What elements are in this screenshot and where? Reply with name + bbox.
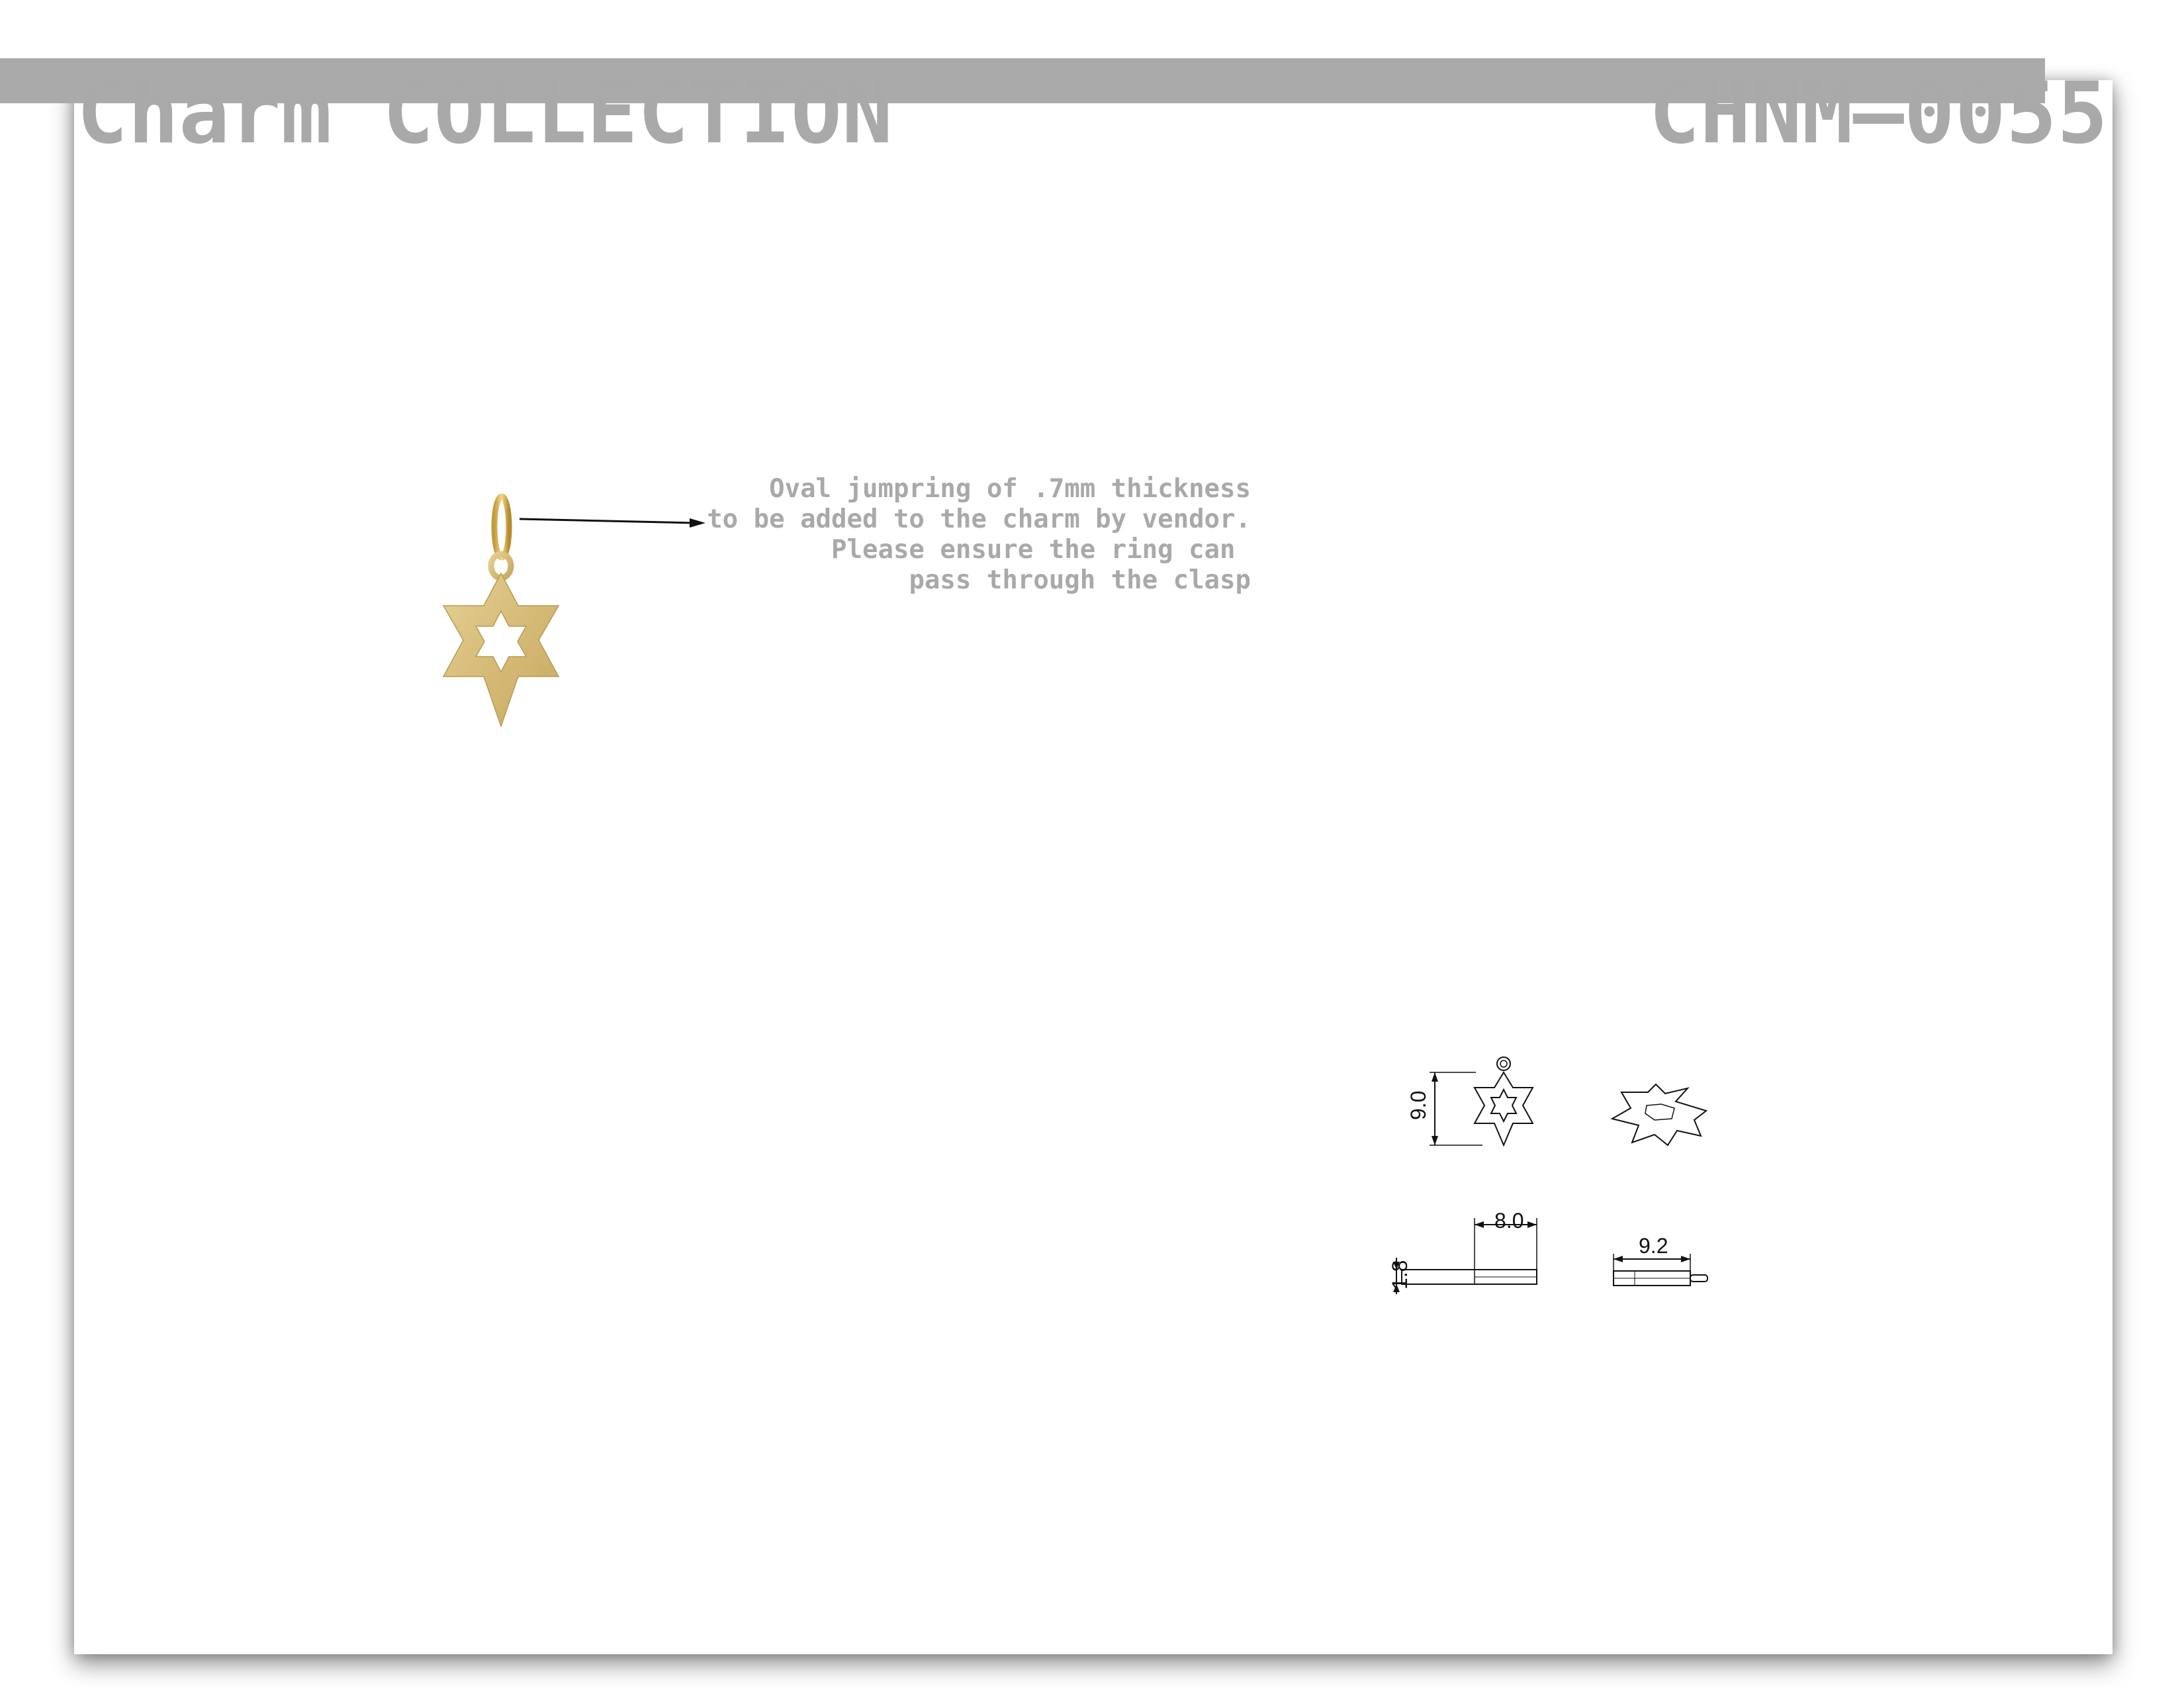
header-bar bbox=[0, 58, 2045, 103]
back-view-drawing bbox=[1610, 1083, 1708, 1147]
collection-title: Charm COLLECTION bbox=[77, 64, 893, 163]
front-height-label: 9.0 bbox=[1406, 1090, 1430, 1120]
jump-ring bbox=[491, 493, 512, 561]
side-width-label: 8.0 bbox=[1494, 1209, 1524, 1233]
jumpring-note: Oval jumpring of .7mm thickness to be ad… bbox=[707, 474, 1251, 595]
side-thickness-label: 1.8 bbox=[1388, 1260, 1412, 1289]
top-width-label: 9.2 bbox=[1639, 1234, 1668, 1258]
side-view-drawing bbox=[1393, 1218, 1537, 1294]
front-view-drawing bbox=[1430, 1056, 1534, 1147]
top-view-drawing bbox=[1613, 1254, 1708, 1286]
star-pendant bbox=[442, 572, 560, 728]
spec-sheet bbox=[74, 80, 2113, 1654]
charm-render bbox=[442, 493, 560, 728]
callout-arrow bbox=[519, 518, 705, 528]
product-code: CHNM–0055 bbox=[1649, 64, 2108, 163]
